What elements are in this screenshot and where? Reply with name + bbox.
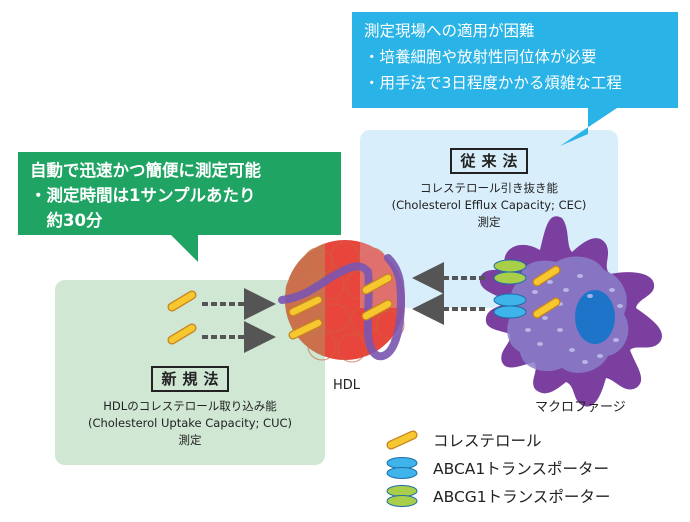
hdl-particle-icon — [278, 240, 405, 363]
new-method-advantages-text: 自動で迅速かつ簡便に測定可能 ・測定時間は1サンプルあたり 約30分 — [30, 158, 261, 233]
desc-line: (Cholesterol Efflux Capacity; CEC) — [391, 198, 587, 212]
conventional-method-tag: 従来法 — [450, 148, 528, 174]
conventional-method-label-group: 従来法 コレステロール引き抜き能 (Cholesterol Efflux Cap… — [360, 148, 618, 231]
drawback-line: ・培養細胞や放射性同位体が必要 — [364, 48, 597, 66]
abca1-transporter-icon — [386, 457, 418, 479]
advantage-line: 約30分 — [30, 211, 103, 230]
legend-label: ABCA1トランスポーター — [433, 460, 609, 478]
desc-line: 測定 — [178, 433, 202, 447]
efflux-arrow — [412, 262, 485, 325]
callout-pointer-blue — [560, 106, 620, 146]
legend: コレステロール ABCA1トランスポーター ABCG1トランスポーター — [385, 426, 610, 510]
uptake-arrow — [202, 288, 276, 353]
desc-line: HDLのコレステロール取り込み能 — [103, 399, 277, 413]
cholesterol-icon — [167, 290, 197, 345]
cholesterol-icon — [386, 430, 418, 450]
abcg1-transporter-icon — [493, 259, 527, 285]
drawback-line: 測定現場への適用が困難 — [364, 22, 535, 40]
new-method-label-group: 新規法 HDLのコレステロール取り込み能 (Cholesterol Uptake… — [55, 366, 325, 449]
advantage-line: ・測定時間は1サンプルあたり — [30, 186, 256, 205]
legend-item: ABCG1トランスポーター — [385, 482, 610, 510]
desc-line: (Cholesterol Uptake Capacity; CUC) — [87, 416, 293, 430]
legend-item: ABCA1トランスポーター — [385, 454, 610, 482]
conventional-drawbacks-callout — [352, 12, 678, 108]
hdl-label: HDL — [333, 378, 361, 393]
new-method-advantages-callout — [18, 152, 341, 235]
cholesterol-icon — [532, 265, 561, 319]
advantage-line: 自動で迅速かつ簡便に測定可能 — [30, 161, 261, 180]
callout-pointer-green — [170, 234, 198, 262]
cholesterol-icon — [288, 273, 393, 340]
new-method-tag: 新規法 — [151, 366, 229, 392]
desc-line: コレステロール引き抜き能 — [420, 181, 558, 195]
new-method-desc: HDLのコレステロール取り込み能 (Cholesterol Uptake Cap… — [88, 398, 292, 449]
legend-label: ABCG1トランスポーター — [433, 488, 611, 506]
drawback-line: ・用手法で3日程度かかる煩雑な工程 — [364, 74, 622, 92]
abca1-transporter-icon — [493, 293, 527, 319]
conventional-method-desc: コレステロール引き抜き能 (Cholesterol Efflux Capacit… — [392, 180, 587, 231]
legend-item: コレステロール — [385, 426, 610, 454]
macrophage-label: マクロファージ — [535, 400, 626, 415]
abcg1-transporter-icon — [386, 485, 418, 507]
desc-line: 測定 — [477, 215, 501, 229]
new-method-panel — [55, 280, 325, 465]
legend-label: コレステロール — [433, 432, 542, 450]
conventional-drawbacks-text: 測定現場への適用が困難 ・培養細胞や放射性同位体が必要 ・用手法で3日程度かかる… — [364, 18, 622, 96]
